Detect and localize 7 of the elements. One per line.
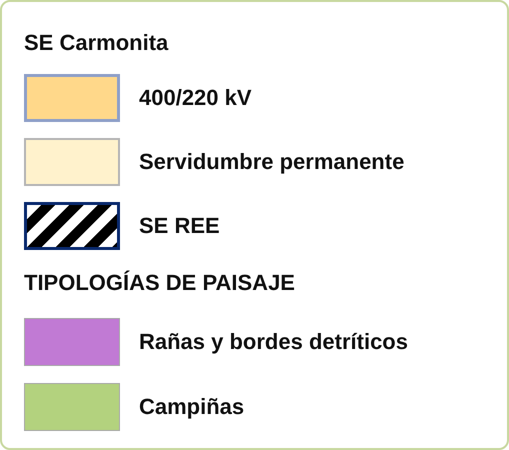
legend-heading: TIPOLOGÍAS DE PAISAJE bbox=[24, 270, 295, 296]
legend-label: Campiñas bbox=[139, 393, 244, 421]
legend-label: SE REE bbox=[139, 212, 220, 240]
legend-label: Servidumbre permanente bbox=[139, 148, 404, 176]
legend-label: Rañas y bordes detríticos bbox=[139, 328, 408, 356]
legend-label: 400/220 kV bbox=[139, 84, 252, 112]
legend-heading: SE Carmonita bbox=[24, 30, 168, 56]
